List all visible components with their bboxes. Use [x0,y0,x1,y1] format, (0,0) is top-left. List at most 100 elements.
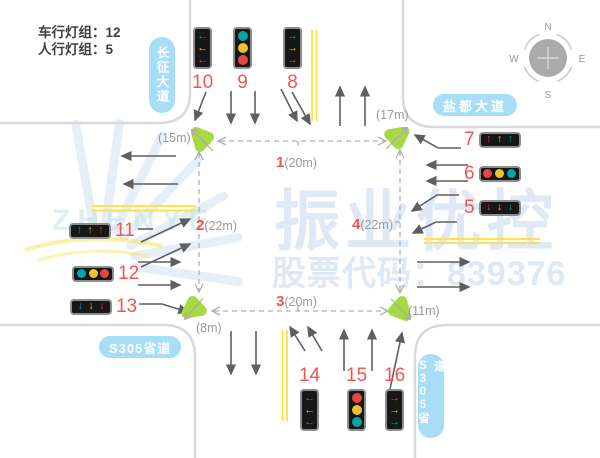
signal-number-8: 8 [287,72,298,93]
signal-head-6 [478,165,521,182]
signal-head-14: ←←← [300,389,320,431]
signal-head-9 [233,27,252,69]
crosswalk-dashed-lines [194,136,405,316]
teal-left-arrow-lamp: ← [197,29,208,42]
crosswalk-label-1: 1(20m) [276,154,317,171]
signal-group-10[interactable]: ←←← 10 [192,27,213,92]
compass-n: N [544,22,551,33]
stopline-label-se: (11m) [408,304,440,318]
signal-head-12 [72,265,114,282]
signal-number-9: 9 [237,72,248,93]
yellow-left-arrow-lamp: ← [197,41,208,54]
red-down-arrow-lamp: ↓ [486,201,492,214]
teal-up-arrow-lamp: ↑ [507,133,514,146]
stopline-label-nw: (15m) [158,131,191,145]
teal-lamp [351,417,362,427]
signal-number-14: 14 [299,365,321,386]
signal-head-8: →→→ [283,27,302,69]
signal-group-16[interactable]: 16 →→→ [384,366,405,431]
teal-down-arrow-lamp: ↓ [507,201,514,214]
teal-lamp [237,31,248,41]
road-sign-east: 盐都大道 [433,94,518,116]
yellow-lamp [88,269,98,278]
compass-cross [537,47,559,69]
signal-number-7: 7 [464,129,475,150]
logo-swoosh-2 [37,249,151,262]
teal-lamp [76,269,86,278]
signal-group-15[interactable]: 15 [346,366,367,431]
signal-number-15: 15 [346,365,368,386]
red-right-arrow-lamp: → [389,391,400,404]
signal-head-10: ←←← [193,27,213,69]
teal-right-arrow-lamp: → [389,415,400,428]
teal-right-arrow-lamp: → [287,29,298,42]
yellow-left-arrow-lamp: ← [304,403,315,416]
signal-head-11: ↑ ↑ ↑ [69,222,111,239]
teal-up-arrow-lamp: ↑ [76,224,82,237]
teal-down-arrow-lamp: ↓ [77,300,83,313]
yellow-up-arrow-lamp: ↑ [87,224,93,237]
signal-group-6[interactable]: 6 [464,164,521,183]
signal-group-13[interactable]: ↓ ↓ ↓ 13 [70,297,137,316]
double-yellow-lines [92,30,540,421]
signal-group-12[interactable]: 12 [72,264,139,283]
yellow-down-arrow-lamp: ↓ [88,300,94,313]
signal-head-7: ↑ ↑ ↑ [478,131,521,148]
signal-number-16: 16 [384,365,406,386]
compass-e: E [579,54,586,65]
signal-group-7[interactable]: 7 ↑ ↑ ↑ [464,130,521,149]
pedestrian-group-count: 人行灯组：5 [38,42,114,57]
red-lamp [351,393,362,403]
red-up-arrow-lamp: ↑ [98,224,104,237]
yellow-up-arrow-lamp: ↑ [496,133,503,146]
red-right-arrow-lamp: → [287,53,298,66]
signal-number-5: 5 [464,197,475,218]
signal-group-14[interactable]: 14 ←←← [299,366,320,431]
red-left-arrow-lamp: ← [304,391,315,404]
signal-number-10: 10 [192,72,214,93]
red-up-arrow-lamp: ↑ [486,133,492,146]
crosswalk-label-4: 4(22m) [352,216,393,233]
light-group-counts: 车行灯组：12 人行灯组：5 [38,24,121,58]
signal-group-8[interactable]: →→→ 8 [283,27,302,92]
red-lamp [483,169,493,178]
signal-number-11: 11 [115,220,135,241]
logo-swoosh [24,236,163,252]
signal-head-15 [347,389,367,431]
teal-left-arrow-lamp: ← [304,415,315,428]
signal-group-5[interactable]: 5 ↓ ↓ ↓ [464,198,521,217]
vehicle-group-count: 车行灯组：12 [38,25,121,40]
stopline-label-sw: (8m) [196,321,222,335]
red-down-arrow-lamp: ↓ [99,300,105,313]
road-sign-north: 长征大道 [149,37,175,113]
red-lamp [237,55,248,65]
signal-number-6: 6 [464,163,475,184]
signal-number-13: 13 [116,296,138,317]
yellow-right-arrow-lamp: → [287,41,298,54]
compass-letters: N E S W [509,22,585,101]
crossing-direction-arrows [185,128,410,319]
compass-arcs [523,33,573,83]
crosswalk-label-2: 2(22m) [196,217,237,234]
road-sign-south-west: S305省道 [99,336,182,358]
yellow-lamp [237,43,248,53]
teal-lamp [506,169,516,178]
yellow-down-arrow-lamp: ↓ [496,201,503,214]
watermark-brand: 振业优控 [274,184,558,258]
yellow-lamp [351,405,362,415]
signal-head-16: →→→ [385,389,405,431]
signal-group-11[interactable]: ↑ ↑ ↑ 11 [69,221,135,240]
signal-head-13: ↓ ↓ ↓ [70,298,112,315]
yellow-right-arrow-lamp: → [389,403,400,416]
ped-node-sw[interactable] [181,295,207,319]
crosswalk-label-3: 3(20m) [276,293,317,310]
lane-arrows [120,85,471,390]
signal-number-12: 12 [118,263,140,284]
compass: N E S W [509,22,585,101]
red-lamp [100,269,110,278]
signal-group-9[interactable]: 9 [233,27,252,92]
road-sign-south-east: S305省道 [417,354,445,438]
